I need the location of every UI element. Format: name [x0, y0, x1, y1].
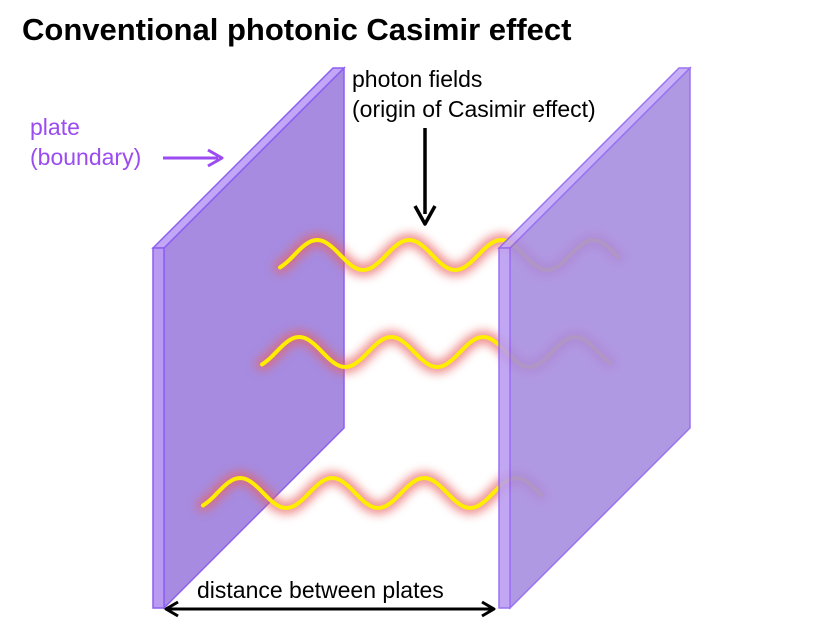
page-title: Conventional photonic Casimir effect	[22, 12, 571, 47]
double-arrow-icon	[164, 600, 496, 618]
photon-wave	[201, 475, 543, 511]
left-plate	[151, 66, 346, 610]
distance-label: distance between plates	[197, 577, 444, 603]
right-arrow-icon	[163, 148, 224, 168]
right-plate-edge-front	[498, 247, 511, 609]
plate-label: plate	[30, 114, 80, 140]
photon-fields-label: photon fields	[352, 66, 482, 92]
left-plate-edge-front	[152, 247, 165, 609]
right-plate	[497, 66, 692, 610]
photon-fields-label-sub: (origin of Casimir effect)	[352, 96, 596, 122]
plate-label-sub: (boundary)	[30, 144, 141, 170]
down-arrow-icon	[413, 128, 437, 226]
